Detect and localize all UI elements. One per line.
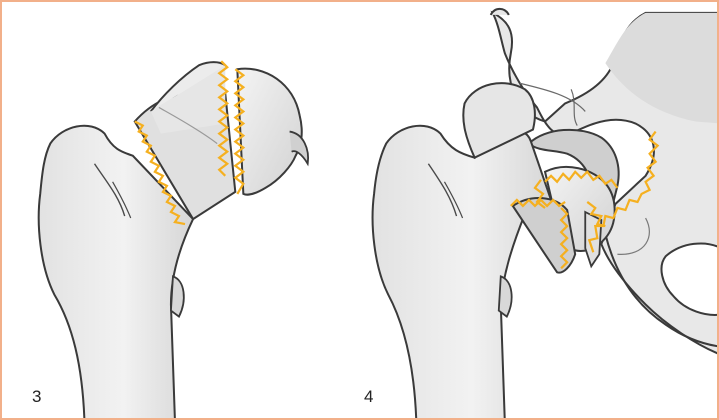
lesser-trochanter-4 — [499, 276, 512, 316]
femur-shaft-4 — [373, 126, 553, 420]
panel-label-3: 3 — [32, 387, 41, 407]
lesser-trochanter-3 — [171, 276, 184, 316]
panel-3-femur — [39, 61, 308, 420]
panel-label-4: 4 — [364, 387, 373, 407]
